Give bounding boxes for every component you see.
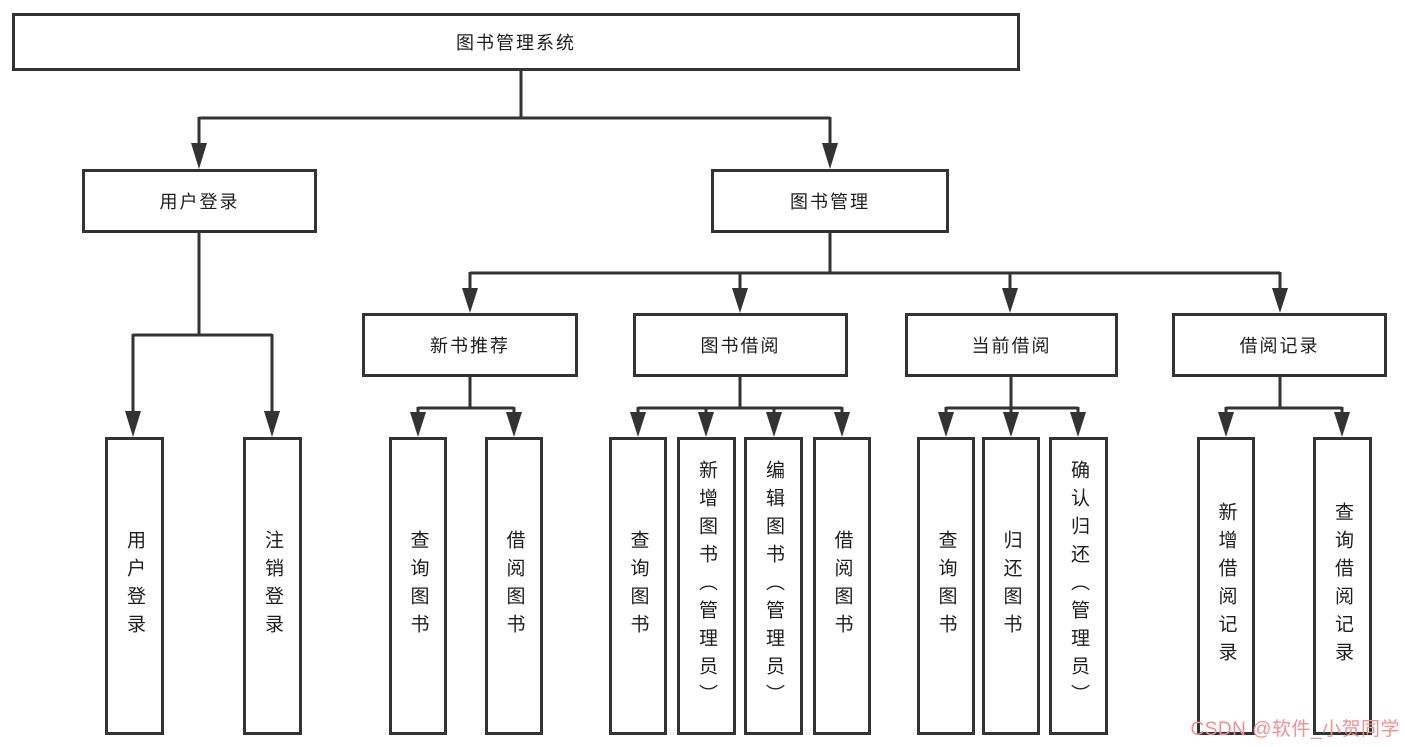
node-new-book-recommend: 新书推荐 — [362, 313, 578, 377]
leaf-query-book-recommend: 查询图书 — [389, 437, 447, 735]
leaf-user-login: 用户登录 — [105, 437, 164, 735]
leaf-return-book: 归还图书 — [982, 437, 1040, 735]
node-borrow-records: 借阅记录 — [1172, 313, 1387, 377]
node-book-borrow: 图书借阅 — [633, 313, 848, 377]
leaf-logout: 注销登录 — [243, 437, 302, 735]
node-root: 图书管理系统 — [12, 13, 1020, 71]
node-user-login: 用户登录 — [82, 169, 317, 233]
leaf-add-book-admin: 新增图书（管理员） — [677, 437, 736, 735]
leaf-query-book-current: 查询图书 — [917, 437, 975, 735]
leaf-confirm-return-admin: 确认归还（管理员） — [1049, 437, 1108, 735]
leaf-query-book-borrow: 查询图书 — [609, 437, 667, 735]
leaf-add-borrow-record: 新增借阅记录 — [1197, 437, 1255, 735]
leaf-borrow-book-recommend: 借阅图书 — [485, 437, 543, 735]
node-book-management: 图书管理 — [711, 169, 949, 233]
leaf-borrow-book-2: 借阅图书 — [813, 437, 871, 735]
watermark: CSDN @软件_小贺同学 — [1190, 719, 1400, 740]
leaf-edit-book-admin: 编辑图书（管理员） — [744, 437, 803, 735]
leaf-query-borrow-record: 查询借阅记录 — [1313, 437, 1372, 735]
node-current-borrow: 当前借阅 — [905, 313, 1118, 377]
